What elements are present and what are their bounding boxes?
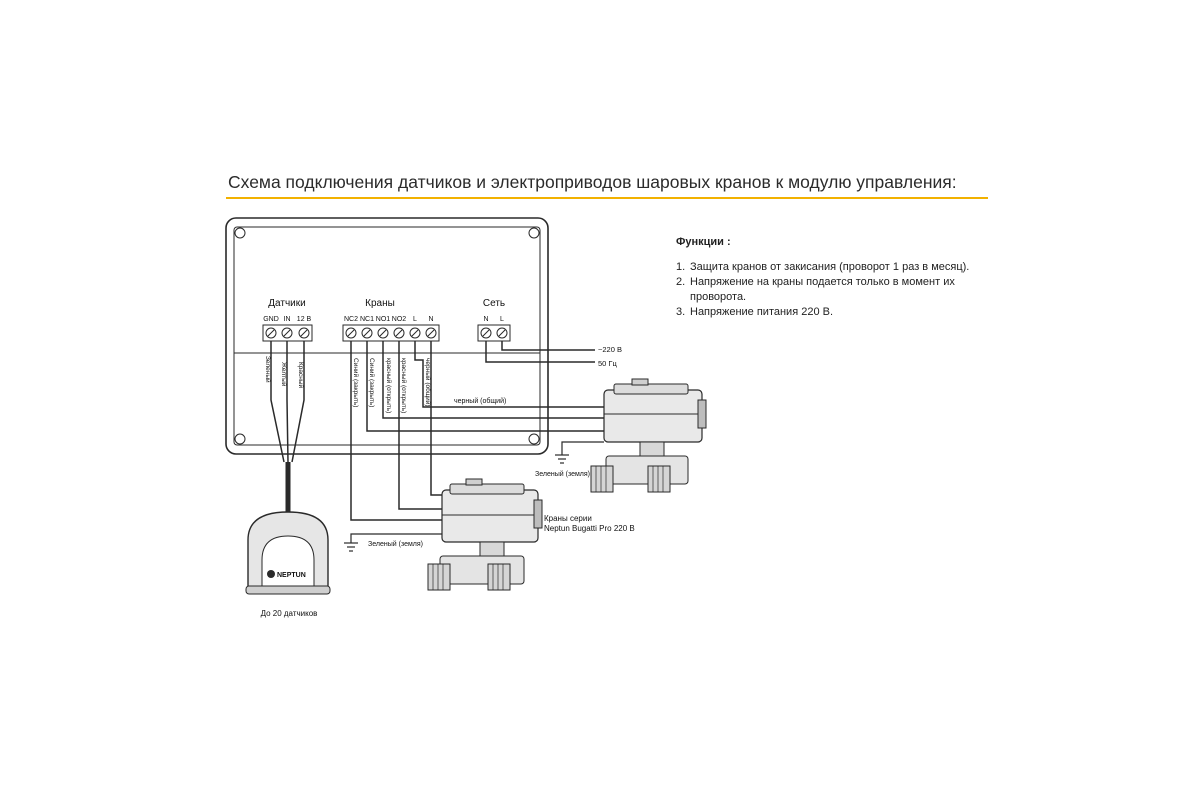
title-divider	[226, 197, 988, 199]
sensor-wires	[270, 341, 305, 515]
function-text: Напряжение питания 220 В.	[690, 306, 834, 318]
page-title: Схема подключения датчиков и электроприв…	[228, 172, 957, 192]
ground-label-left: Зеленый (земля)	[368, 540, 423, 548]
water-sensor	[245, 511, 331, 595]
common-wire-label: черный (общий)	[454, 397, 506, 405]
terminal-label-net-n: N	[483, 316, 488, 323]
functions-panel: Функции : 1. Защита кранов от закисания …	[676, 235, 1006, 320]
terminal-label-gnd: GND	[263, 316, 279, 323]
function-item: 1. Защита кранов от закисания (проворот …	[676, 260, 1006, 275]
valves-caption-line2: Neptun Bugatti Pro 220 В	[544, 524, 635, 533]
valve-wire-label: красный (открыть)	[385, 358, 393, 413]
terminal-label-n: N	[428, 316, 433, 323]
network-terminal-block	[477, 324, 511, 342]
sensor-logo-text: NEPTUN	[277, 572, 306, 579]
control-module	[225, 217, 549, 455]
function-item: 3. Напряжение питания 220 В.	[676, 305, 1006, 320]
terminal-label-12v: 12 В	[297, 316, 312, 323]
valve-terminal-block	[342, 324, 440, 342]
function-text: Защита кранов от закисания (проворот 1 р…	[690, 261, 970, 273]
screw-slots	[267, 329, 506, 337]
function-number: 2.	[676, 276, 686, 288]
mains-wires	[485, 341, 595, 363]
voltage-label: ~220 В	[598, 345, 622, 354]
ground-icon	[344, 533, 442, 552]
valve-wire-label: Синий (закрыть)	[352, 358, 360, 407]
frequency-label: 50 Гц	[598, 359, 617, 368]
sensor-wire-label: Красный	[297, 362, 305, 389]
network-group-label: Сеть	[483, 298, 505, 309]
terminal-label-in: IN	[284, 316, 291, 323]
valve-wire-label: красный (открыть)	[400, 358, 408, 413]
functions-heading: Функции :	[676, 236, 731, 248]
sensor-wire-label: Желтый	[280, 362, 288, 387]
valves-caption-line1: Краны серии	[544, 514, 592, 523]
terminal-label-no1: NO1	[376, 316, 391, 323]
sensor-caption: До 20 датчиков	[261, 609, 318, 618]
valve-wires	[350, 341, 604, 521]
terminal-label-net-l: L	[500, 316, 504, 323]
valve-wire-label: Синий (закрыть)	[368, 358, 376, 407]
ball-valve-lower	[427, 478, 543, 591]
ground-icon	[555, 441, 604, 464]
sensors-group-label: Датчики	[268, 298, 305, 309]
corner-screw-icon	[234, 227, 540, 445]
neptun-logo-icon	[267, 570, 275, 578]
function-item: 2. Напряжение на краны подается только в…	[676, 275, 1006, 305]
sensor-wire-label: Зеленый	[264, 356, 272, 383]
ground-label-right: Зеленый (земля)	[535, 470, 590, 478]
terminal-label-l: L	[413, 316, 417, 323]
valves-group-label: Краны	[365, 298, 395, 309]
function-number: 1.	[676, 261, 686, 273]
ball-valve-upper	[590, 378, 707, 493]
terminal-label-nc2: NC2	[344, 316, 358, 323]
valve-wire-label: черный (общий)	[424, 358, 432, 407]
terminal-label-nc1: NC1	[360, 316, 374, 323]
terminal-label-no2: NO2	[392, 316, 407, 323]
function-number: 3.	[676, 306, 686, 318]
function-text: Напряжение на краны подается только в мо…	[690, 276, 955, 303]
